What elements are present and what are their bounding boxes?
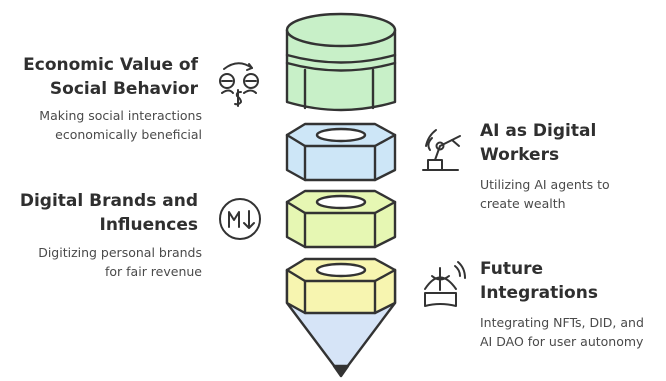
vr-headset-icon [424, 261, 466, 307]
stack-hex-nut-blue [285, 122, 397, 182]
item-title-economic-value: Economic Value of Social Behavior [23, 55, 198, 99]
stack-hex-nut-lime [285, 189, 397, 249]
robot-arm-icon [422, 129, 461, 171]
item-desc-future-integrations: Integrating NFTs, DID, and AI DAO for us… [480, 315, 644, 349]
stack-pencil-tip [285, 257, 397, 378]
markdown-icon [219, 198, 261, 240]
item-desc-ai-workers: Utilizing AI agents to create wealth [480, 177, 610, 211]
item-desc-digital-brands: Digitizing personal brands for fair reve… [38, 245, 202, 279]
money-exchange-icon [219, 62, 259, 107]
item-title-future-integrations: Future Integrations [480, 259, 598, 303]
item-title-ai-workers: AI as Digital Workers [480, 121, 597, 165]
item-title-digital-brands: Digital Brands and Influences [19, 191, 198, 235]
stack-top-cylinder [285, 12, 397, 112]
item-desc-economic-value: Making social interactions economically … [39, 108, 202, 142]
